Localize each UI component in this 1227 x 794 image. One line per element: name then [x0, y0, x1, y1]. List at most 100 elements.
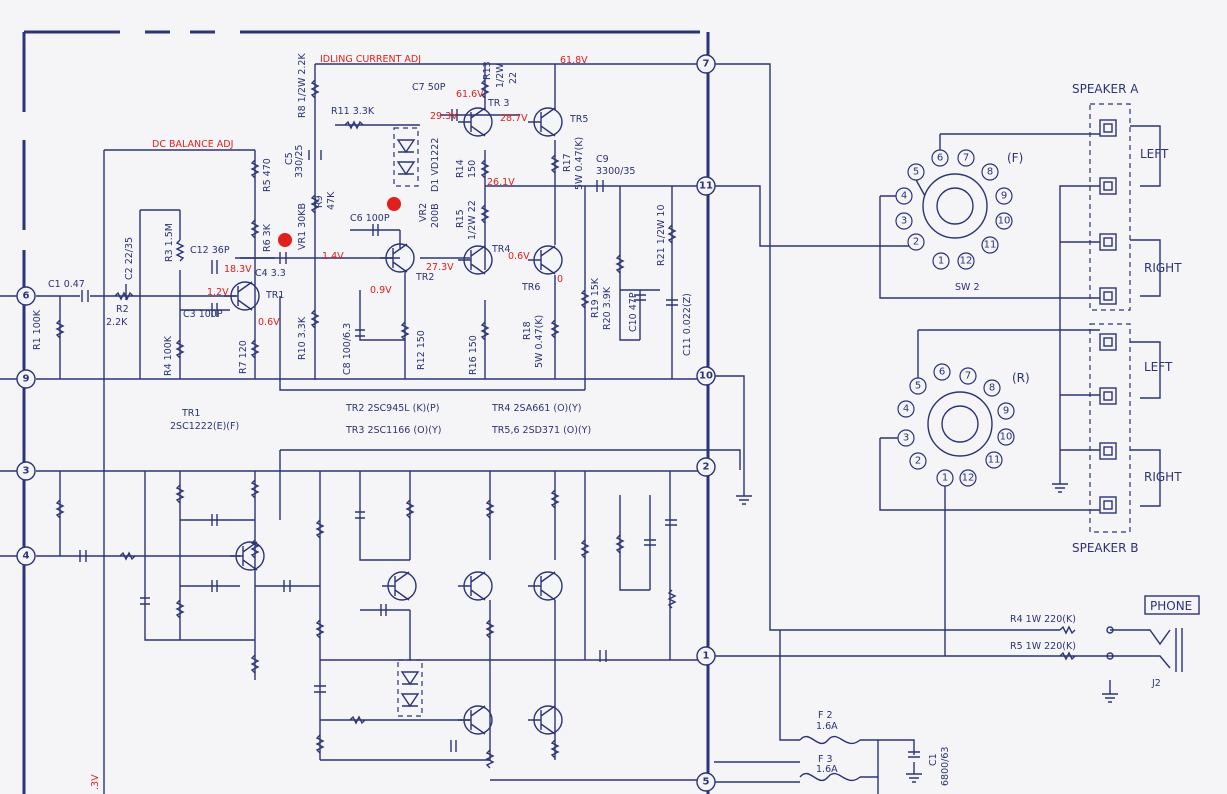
svg-text:6: 6 — [937, 153, 943, 164]
terminal-3: 3 — [16, 461, 36, 481]
idling-adj-label: IDLING CURRENT ADJ — [320, 54, 421, 65]
r11-label: R11 3.3K — [331, 106, 375, 117]
c3-label: C3 100P — [183, 309, 223, 320]
voltage-18-3: 18.3V — [224, 264, 252, 275]
tr2-symbol — [380, 243, 415, 273]
r8-label: R8 1/2W 2.2K — [297, 53, 308, 118]
svg-text:4: 4 — [23, 551, 30, 562]
c8-label: C8 100/6.3 — [342, 323, 353, 375]
tr4-type: TR4 2SA661 (O)(Y) — [491, 403, 581, 414]
speaker-labels: SPEAKER A SPEAKER B LEFT RIGHT LEFT RIGH… — [955, 82, 1182, 555]
tr6-label: TR6 — [521, 282, 540, 293]
svg-text:10: 10 — [699, 371, 713, 382]
svg-text:8: 8 — [987, 167, 993, 178]
svg-text:7: 7 — [703, 59, 710, 70]
r20-label: R20 3.9K — [602, 286, 613, 330]
r13-label: R13 — [482, 61, 493, 80]
voltage-1-2: 1.2V — [207, 287, 229, 298]
r17-value: 5W 0.47(K) — [574, 137, 585, 190]
tr4-symbol — [458, 245, 493, 275]
speaker-terminal-squares — [1099, 119, 1117, 514]
voltage-0-6b: 0.6V — [508, 251, 530, 262]
j2-label: J2 — [1151, 678, 1161, 689]
vr2-adjust-marker — [387, 197, 401, 211]
f3-label: F 3 — [818, 754, 833, 765]
r10-label: R10 3.3K — [297, 316, 308, 360]
tr5-label: TR5 — [569, 114, 588, 125]
svg-text:11: 11 — [984, 240, 997, 251]
tr3-symbol — [458, 107, 493, 137]
switch-f-pins: 1 2 3 4 5 6 7 8 9 10 11 12 — [895, 149, 1013, 270]
svg-text:10: 10 — [1000, 432, 1013, 443]
tr2b-symbol — [382, 571, 417, 601]
sw2-label: SW 2 — [955, 282, 980, 293]
voltage-28-7: 28.7V — [500, 113, 528, 124]
voltage-27-3: 27.3V — [426, 262, 454, 273]
dc-balance-adj-label: DC BALANCE ADJ — [152, 139, 233, 150]
r19-label: R19 15K — [590, 277, 601, 318]
tr3b-symbol — [458, 705, 493, 735]
svg-text:11: 11 — [988, 455, 1001, 466]
f3-rating: 1.6A — [816, 764, 838, 775]
svg-text:5: 5 — [915, 381, 921, 392]
svg-text:6: 6 — [939, 367, 945, 378]
svg-text:5: 5 — [703, 777, 710, 788]
grounds — [736, 478, 1118, 783]
svg-text:2: 2 — [703, 462, 710, 473]
c9-value: 3300/35 — [596, 166, 635, 177]
right-a-label: RIGHT — [1144, 261, 1182, 275]
r14-label: R14 — [455, 159, 466, 178]
vr1-adjust-marker — [278, 233, 292, 247]
r2-value: 2.2K — [106, 317, 128, 328]
r13-value: 22 — [508, 72, 519, 84]
transistor-legend: TR1 2SC1222(E)(F) TR2 2SC945L (K)(P) TR4… — [170, 403, 591, 436]
phone-r5-label: R5 1W 220(K) — [1010, 641, 1076, 652]
vr2-value: 200B — [430, 203, 441, 228]
tr5b-symbol — [528, 571, 563, 601]
tr56-type: TR5,6 2SD371 (O)(Y) — [491, 425, 591, 436]
r9-label: R9 — [314, 195, 325, 208]
frame-lines — [22, 30, 710, 794]
terminal-7: 7 — [696, 54, 716, 74]
tr1-label: TR1 — [265, 290, 284, 301]
svg-text:9: 9 — [1001, 191, 1007, 202]
voltage-1-4: 1.4V — [322, 251, 344, 262]
f2-rating: 1.6A — [816, 721, 838, 732]
switch-r-pins: 1 2 3 4 5 6 7 8 9 10 11 12 — [897, 363, 1015, 487]
diode-packs — [393, 127, 423, 717]
terminals: 6 9 3 4 7 11 10 2 1 5 — [16, 54, 716, 792]
r4-label: R4 100K — [163, 335, 174, 376]
switch-r-label: (R) — [1012, 371, 1030, 385]
c9-label: C9 — [596, 154, 609, 165]
transistors — [224, 107, 563, 735]
tr1-symbol — [224, 281, 260, 311]
svg-text:9: 9 — [23, 374, 30, 385]
voltage-61-6: 61.6V — [456, 89, 484, 100]
voltage-0: 0 — [557, 274, 563, 285]
svg-text:1: 1 — [942, 473, 948, 484]
r14-value: 150 — [467, 160, 478, 178]
c12-label: C12 36P — [190, 245, 230, 256]
terminal-5: 5 — [696, 772, 716, 792]
speaker-switch-r — [879, 329, 1100, 656]
r2-label: R2 — [116, 304, 129, 315]
left-b-label: LEFT — [1144, 360, 1173, 374]
r17-label: R17 — [562, 153, 573, 172]
terminal-6: 6 — [16, 286, 36, 306]
svg-text:4: 4 — [901, 191, 907, 202]
svg-text:12: 12 — [962, 473, 975, 484]
c7-label: C7 50P — [412, 82, 446, 93]
terminal-2: 2 — [696, 457, 716, 477]
tr6b-symbol — [528, 705, 563, 735]
r18-value: 5W 0.47(K) — [534, 315, 545, 368]
r1-label: R1 100K — [32, 309, 43, 350]
speaker-a-block — [1059, 103, 1161, 507]
speaker-b-block — [1089, 323, 1131, 533]
svg-text:1: 1 — [938, 256, 944, 267]
d1-label: D1 VD1222 — [430, 138, 441, 192]
c4-label: C4 3.3 — [255, 268, 286, 279]
svg-text:2: 2 — [913, 237, 919, 248]
terminal-9: 9 — [16, 369, 36, 389]
svg-text:12: 12 — [960, 256, 973, 267]
